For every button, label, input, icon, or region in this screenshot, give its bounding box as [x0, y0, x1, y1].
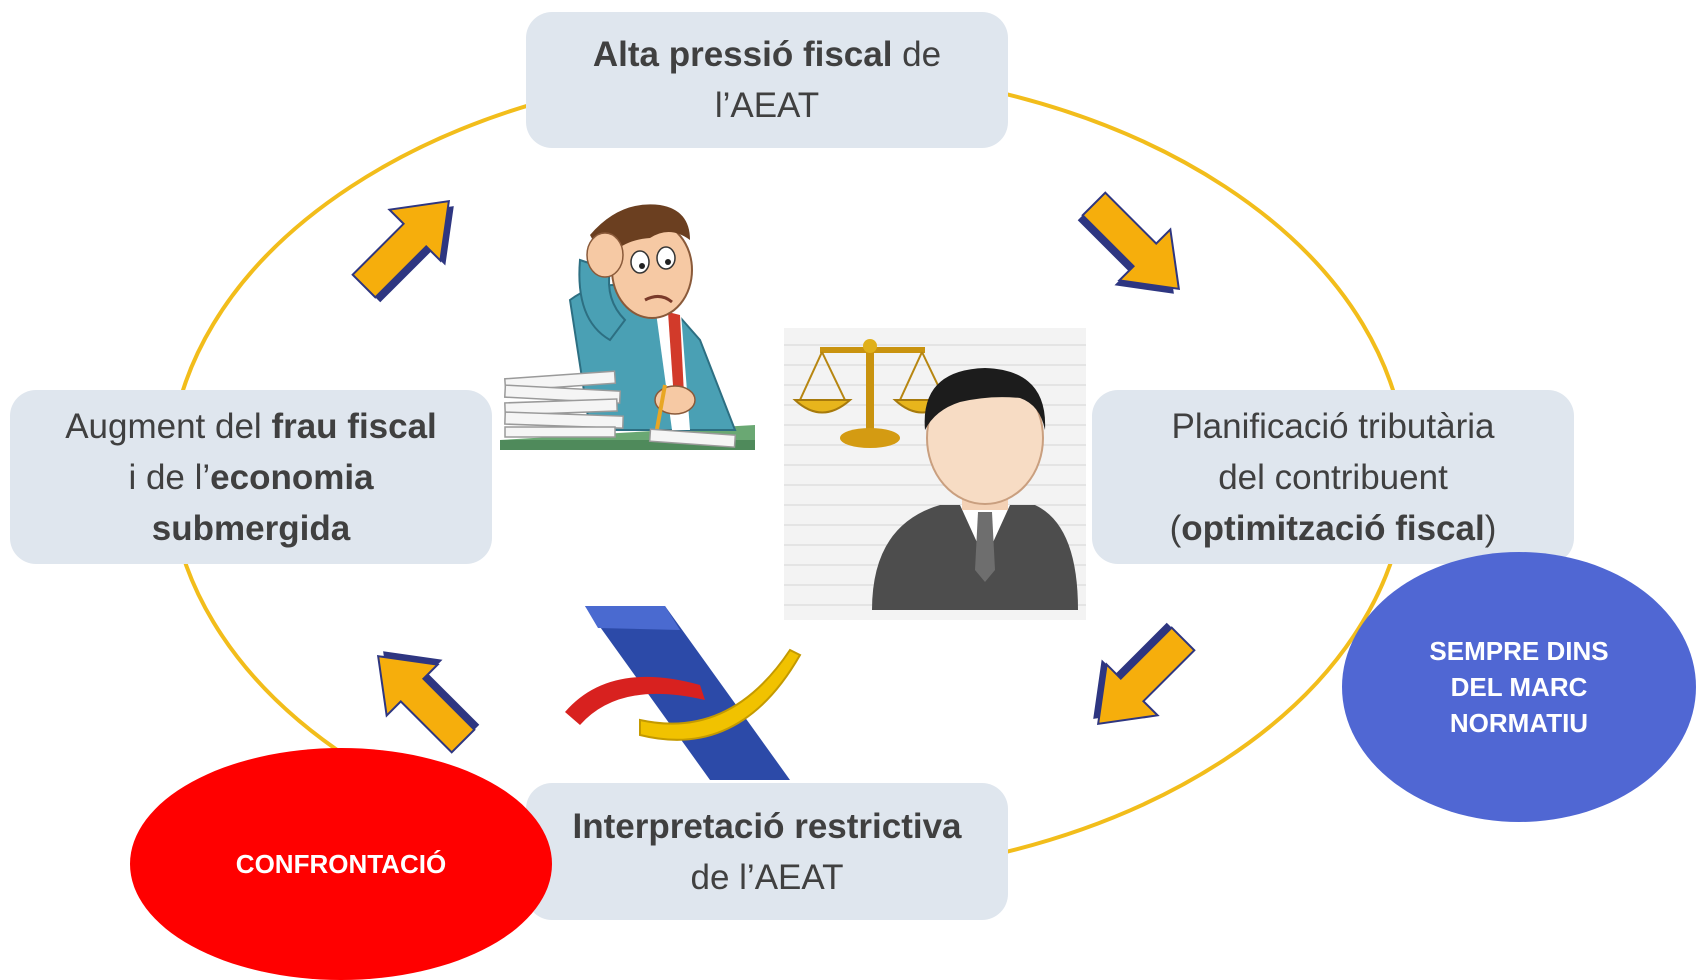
- node-line: (optimització fiscal): [1170, 503, 1497, 554]
- node-bold-text: Interpretació restrictiva: [572, 806, 962, 846]
- node-text: de l’AEAT: [690, 857, 844, 897]
- callout-text: DEL MARC: [1450, 672, 1588, 702]
- within-regulatory-framework-callout: SEMPRE DINS DEL MARC NORMATIU: [1342, 552, 1696, 822]
- node-line: Augment del frau fiscal: [65, 401, 437, 452]
- node-text: l’AEAT: [714, 86, 820, 125]
- node-text: del contribuent: [1218, 457, 1448, 497]
- node-bold-text: optimització fiscal: [1181, 508, 1485, 548]
- arrow-bottom-left-icon: [376, 651, 480, 754]
- callout-text: NORMATIU: [1449, 708, 1589, 738]
- node-text: Augment del: [65, 406, 272, 446]
- arrow-bottom-right-icon: [1093, 622, 1196, 726]
- confrontation-callout: CONFRONTACIÓ: [130, 748, 552, 980]
- node-text: Planificació tributària: [1171, 406, 1495, 446]
- node-high-tax-pressure: Alta pressió fiscal de l’AEAT: [526, 12, 1008, 148]
- node-text: i de l’: [128, 457, 211, 497]
- lawyer-scales-icon: [784, 328, 1086, 620]
- node-line: Alta pressió fiscal de: [593, 29, 941, 80]
- node-bold-text: economia: [210, 457, 374, 497]
- node-tax-planning: Planificació tributària del contribuent …: [1092, 390, 1574, 564]
- stressed-man-paperwork-icon: [500, 204, 755, 450]
- node-bold-text: Alta pressió fiscal: [592, 35, 893, 74]
- node-tax-fraud-increase: Augment del frau fiscal i de l’economia …: [10, 390, 492, 564]
- node-text: ): [1484, 508, 1497, 548]
- node-text: (: [1169, 508, 1182, 548]
- callout-text: CONFRONTACIÓ: [235, 848, 447, 879]
- node-bold-text: frau fiscal: [271, 406, 437, 446]
- node-bold-text: submergida: [151, 508, 351, 548]
- arrow-top-left-icon: [351, 199, 454, 303]
- callout-text: SEMPRE DINS: [1429, 636, 1609, 666]
- aeat-logo-icon: [565, 606, 802, 780]
- node-text: de: [892, 35, 942, 74]
- arrow-top-right-icon: [1077, 191, 1181, 294]
- node-restrictive-interpretation: Interpretació restrictiva de l’AEAT: [526, 783, 1008, 920]
- node-line: i de l’economia: [128, 452, 373, 503]
